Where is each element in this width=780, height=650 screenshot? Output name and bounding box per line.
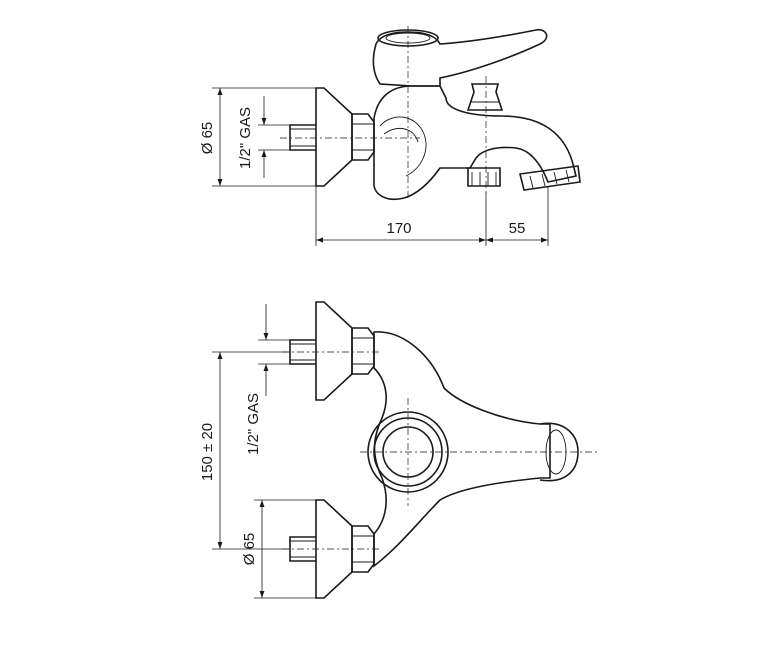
side-mixer-body	[373, 85, 577, 201]
side-spout-aerator	[519, 165, 581, 191]
side-shower-connector	[467, 167, 501, 187]
side-hex-nut	[351, 113, 375, 161]
side-wall-flange	[315, 87, 353, 187]
top-view	[282, 301, 600, 599]
side-dim-thread-label: 1/2" GAS	[237, 107, 254, 169]
top-dim-thread-label: 1/2" GAS	[245, 393, 262, 455]
top-dimensions	[212, 304, 318, 599]
side-dim-length-label: 170	[386, 220, 411, 237]
top-upper-flange	[315, 301, 353, 401]
top-mixer-body	[373, 331, 551, 568]
side-inlet-stub	[289, 124, 316, 151]
side-dim-spout-label: 55	[509, 220, 526, 237]
side-lever-handle	[372, 28, 548, 87]
top-spout-end	[539, 422, 579, 482]
top-dim-diameter-label: Ø 65	[241, 533, 258, 566]
side-dimensions	[212, 87, 549, 246]
side-diverter-knob	[466, 83, 504, 111]
side-view	[280, 26, 581, 201]
top-upper-hex-nut	[351, 327, 375, 375]
side-dim-diameter-label: Ø 65	[199, 122, 216, 155]
top-dim-centers-label: 150 ± 20	[199, 423, 216, 481]
